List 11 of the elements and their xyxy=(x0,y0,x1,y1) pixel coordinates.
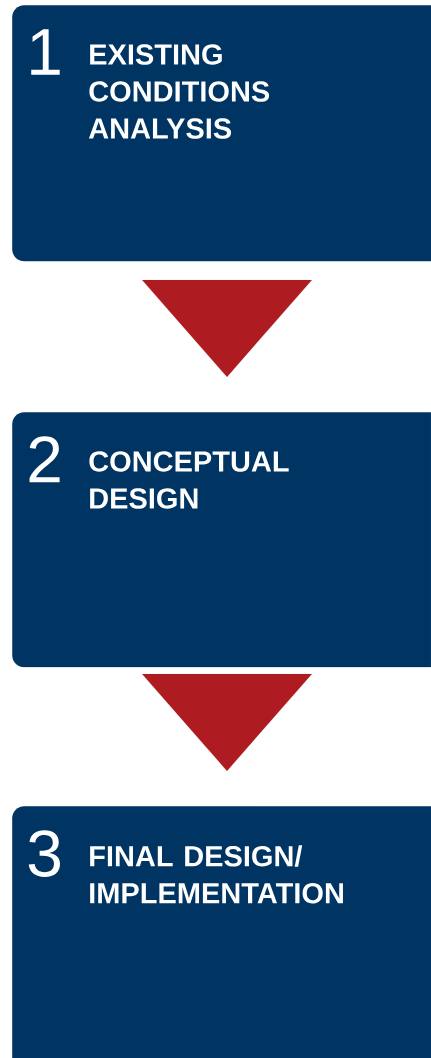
process-box xyxy=(12,806,431,1058)
step-number: 2 xyxy=(29,436,60,483)
arrow xyxy=(142,280,312,377)
process-box xyxy=(12,5,431,262)
step-title: EXISTING CONDITIONS ANALYSIS xyxy=(88,44,270,139)
step-title: FINAL DESIGN/ IMPLEMENTATION xyxy=(90,845,343,904)
step-number: 1 xyxy=(31,29,60,75)
step-number: 3 xyxy=(28,830,60,877)
process-box xyxy=(12,412,431,668)
arrow xyxy=(142,674,312,771)
step-title: CONCEPTUAL DESIGN xyxy=(89,451,289,509)
